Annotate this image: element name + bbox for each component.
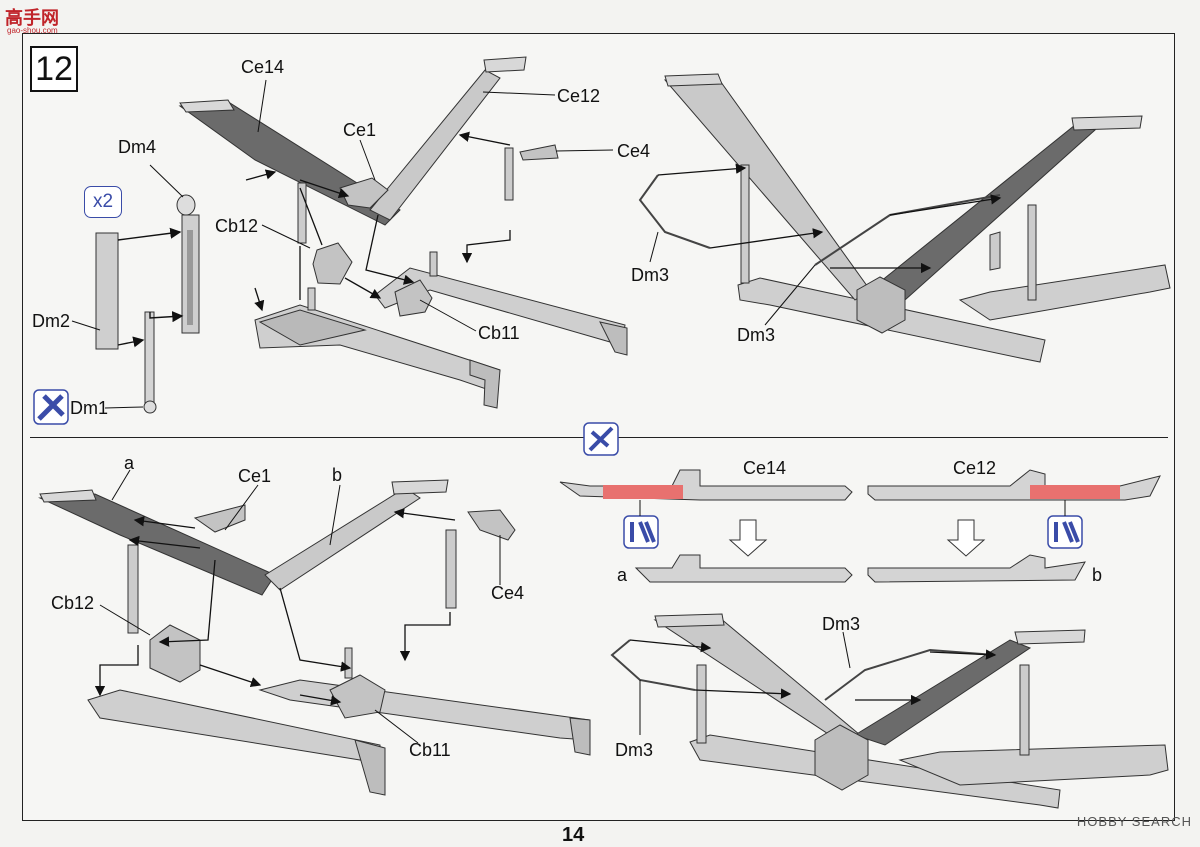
dm4-slot — [187, 230, 193, 325]
dm3-wire-loose — [638, 174, 711, 249]
arm-b — [264, 487, 421, 591]
assembled-ce12 — [663, 77, 871, 301]
label-ce14-prep: Ce14 — [743, 458, 787, 478]
label-cb12-top: Cb12 — [215, 216, 259, 236]
watermark-text: 高手网 — [5, 8, 59, 28]
label-cb11-bottom: Cb11 — [409, 740, 451, 760]
label-cb12-bottom: Cb12 — [51, 593, 95, 613]
bottom-exploded-assembly — [38, 469, 591, 796]
part-cb11-b — [329, 674, 386, 719]
label-ce12-prep: Ce12 — [953, 458, 997, 478]
label-dm2: Dm2 — [32, 311, 71, 331]
final-hex-bracket — [814, 724, 869, 791]
watermark-logo: 高手网 gao-shou.com — [5, 4, 59, 35]
assembled-base-right — [958, 264, 1171, 321]
label-dm4: Dm4 — [118, 137, 157, 157]
label-a: a — [124, 453, 135, 473]
label-dm3-bottom-b: Dm3 — [615, 740, 654, 760]
final-ce12 — [653, 617, 861, 746]
label-ce4-bottom: Ce4 — [491, 583, 525, 603]
cut-icon-left — [623, 515, 659, 549]
label-dm3-bottom-a: Dm3 — [822, 614, 861, 634]
dm1-eye — [143, 400, 157, 414]
arm-preparation — [559, 469, 1161, 583]
final-base-right — [898, 744, 1169, 786]
top-assembled-view — [638, 73, 1171, 363]
part-ce1-b — [193, 504, 246, 533]
label-dm3-top-a: Dm3 — [631, 265, 670, 285]
bottom-assembled-view — [610, 613, 1169, 809]
part-dm2 — [95, 232, 119, 350]
final-base-left — [689, 734, 1061, 809]
quantity-badge: x2 — [84, 186, 122, 218]
part-ce4-b — [467, 509, 516, 541]
watermark-url: gao-shou.com — [7, 26, 58, 35]
label-ce1-top: Ce1 — [343, 120, 377, 140]
label-a-trimmed: a — [617, 565, 628, 585]
cut-mark-ce12 — [1030, 485, 1120, 499]
label-dm1: Dm1 — [70, 398, 109, 418]
label-b: b — [332, 465, 343, 485]
assembled-hex-bracket — [856, 276, 906, 334]
step-number: 12 — [30, 46, 78, 92]
label-ce4-top: Ce4 — [617, 141, 651, 161]
final-dm3-fitted — [824, 648, 996, 701]
part-ce4 — [519, 144, 559, 161]
part-cb12 — [312, 242, 353, 285]
part-ce1 — [339, 177, 389, 209]
cut-mark-ce14 — [603, 485, 683, 499]
cut-icon-right — [1047, 515, 1083, 549]
page-number: 14 — [562, 824, 585, 846]
part-cb12-b — [149, 624, 201, 683]
label-ce14-top: Ce14 — [241, 57, 285, 77]
damper-subassembly — [33, 164, 200, 425]
dm4-eye — [176, 194, 196, 216]
part-dm1 — [144, 311, 155, 408]
arm-a-trimmed — [634, 554, 853, 583]
final-ce14 — [853, 639, 1032, 746]
down-arrow-left — [728, 519, 768, 557]
label-dm3-top-b: Dm3 — [737, 325, 776, 345]
down-arrow-right — [946, 519, 986, 557]
part-ce12 — [369, 69, 501, 221]
top-exploded-assembly — [178, 56, 628, 409]
final-dm3-loose — [610, 639, 696, 691]
label-b-trimmed: b — [1092, 565, 1103, 585]
label-ce12-top: Ce12 — [557, 86, 601, 106]
watermark-hobbysearch: HOBBY SEARCH — [1076, 814, 1192, 829]
arm-b-trimmed — [867, 554, 1086, 583]
label-cb11-top: Cb11 — [478, 323, 520, 343]
label-ce1-bottom: Ce1 — [238, 466, 272, 486]
